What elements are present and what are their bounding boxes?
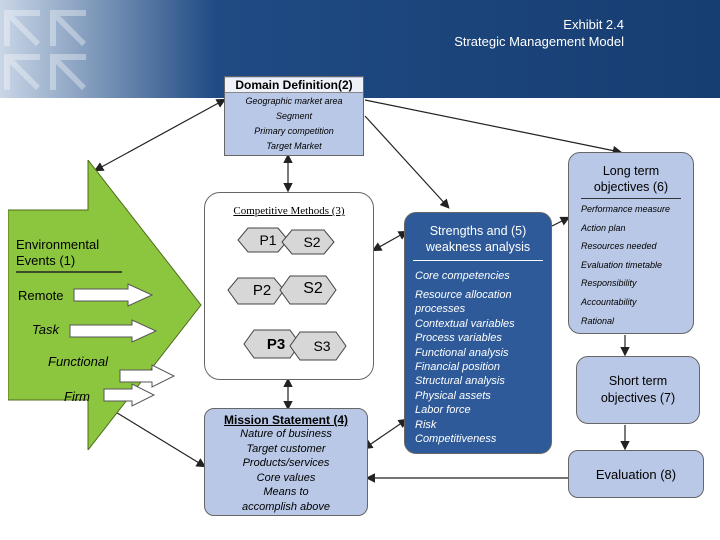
environment-title: Environmental Events (1): [16, 237, 100, 268]
short-term-title-line2: objectives (7): [600, 391, 676, 405]
swot-item: Physical assets: [415, 389, 491, 402]
competitive-swot-arrow: [371, 230, 409, 252]
header-title: Exhibit 2.4 Strategic Management Model: [454, 16, 624, 50]
swot-item: Resource allocation: [415, 289, 512, 301]
mission-item: Nature of business: [240, 428, 332, 440]
domain-item: Geographic market area: [245, 96, 343, 106]
hexagon-p2: [227, 277, 285, 305]
swot-box: Strengths and (5) weakness analysis Core…: [404, 212, 552, 454]
swot-item: Contextual variables: [415, 317, 515, 330]
swot-item: processes: [415, 303, 466, 316]
exhibit-label: Exhibit 2.4: [563, 17, 624, 32]
swot-item: Structural analysis: [415, 375, 505, 388]
swot-item: Competitiveness: [415, 433, 497, 446]
environment-item-firm: Firm: [64, 389, 90, 404]
swot-item: Risk: [415, 418, 437, 431]
hexagon-label: S2: [303, 280, 323, 297]
mission-item: Means to: [263, 486, 309, 498]
long-term-item: Rational: [581, 315, 615, 326]
mission-item: Products/services: [242, 457, 330, 469]
swot-item: Process variables: [415, 332, 502, 345]
hexagon-group: [227, 227, 347, 361]
hexagon-p3: [243, 329, 301, 359]
hexagon-label: S2: [303, 234, 321, 250]
functional-arrow-icon: [119, 364, 176, 388]
long-term-item: Performance measure: [581, 204, 671, 214]
evaluation-box: Evaluation (8): [568, 450, 704, 498]
hexagon-s2-large: [279, 275, 337, 305]
long-term-objectives-box: Long term objectives (6) Performance mea…: [568, 152, 694, 334]
hexagon-p1: [237, 227, 289, 253]
model-title: Strategic Management Model: [454, 34, 624, 49]
logo-arrows-icon: [4, 10, 86, 90]
domain-item: Target Market: [266, 141, 322, 151]
environment-domain-arrow: [93, 98, 227, 172]
hexagon-label: P3: [266, 336, 286, 353]
domain-title: Domain Definition(2): [225, 78, 363, 93]
long-term-item: Evaluation timetable: [581, 259, 663, 270]
short-term-objectives-box: Short term objectives (7): [576, 356, 700, 424]
competitive-title: Competitive Methods (3): [233, 205, 345, 217]
domain-longterm-arrow: [364, 99, 623, 156]
mission-item: accomplish above: [241, 500, 331, 513]
task-arrow-icon: [69, 319, 158, 343]
long-term-item: Resources needed: [581, 241, 657, 252]
mission-statement-box: Mission Statement (4) Nature of business…: [204, 408, 368, 516]
mission-swot-arrow: [363, 418, 408, 450]
domain-item: Primary competition: [254, 126, 334, 136]
environment-item-functional: Functional: [48, 354, 108, 369]
mission-title: Mission Statement (4): [223, 413, 349, 427]
remote-arrow-icon: [73, 283, 154, 307]
hexagon-label: P2: [252, 282, 272, 299]
hexagon-s3: [289, 331, 347, 361]
hexagon-label: S3: [313, 338, 331, 354]
short-term-title-line1: Short term: [608, 374, 668, 388]
swot-item: Financial position: [415, 361, 500, 374]
firm-arrow-icon: [103, 383, 156, 407]
environment-item-task: Task: [32, 322, 59, 337]
mission-item: Core values: [256, 471, 316, 484]
long-term-title: Long term objectives (6): [581, 163, 681, 199]
domain-definition-box: Domain Definition(2) Geographic market a…: [224, 76, 364, 156]
swot-item: Functional analysis: [415, 346, 509, 359]
environment-item-remote: Remote: [18, 288, 64, 303]
hexagon-label: P1: [259, 232, 277, 248]
long-term-item: Responsibility: [581, 278, 637, 289]
hexagon-s2-top: [281, 229, 335, 255]
long-term-item: Action plan: [581, 222, 626, 233]
swot-item: Labor force: [415, 404, 471, 417]
domain-item: Segment: [275, 111, 313, 121]
long-term-item: Accountability: [581, 296, 637, 307]
swot-item: Core competencies: [415, 270, 510, 282]
swot-title: Strengths and (5) weakness analysis: [413, 223, 543, 261]
mission-item: Target customer: [246, 442, 326, 455]
environment-arrow: [8, 160, 202, 450]
domain-swot-arrow: [364, 115, 450, 209]
